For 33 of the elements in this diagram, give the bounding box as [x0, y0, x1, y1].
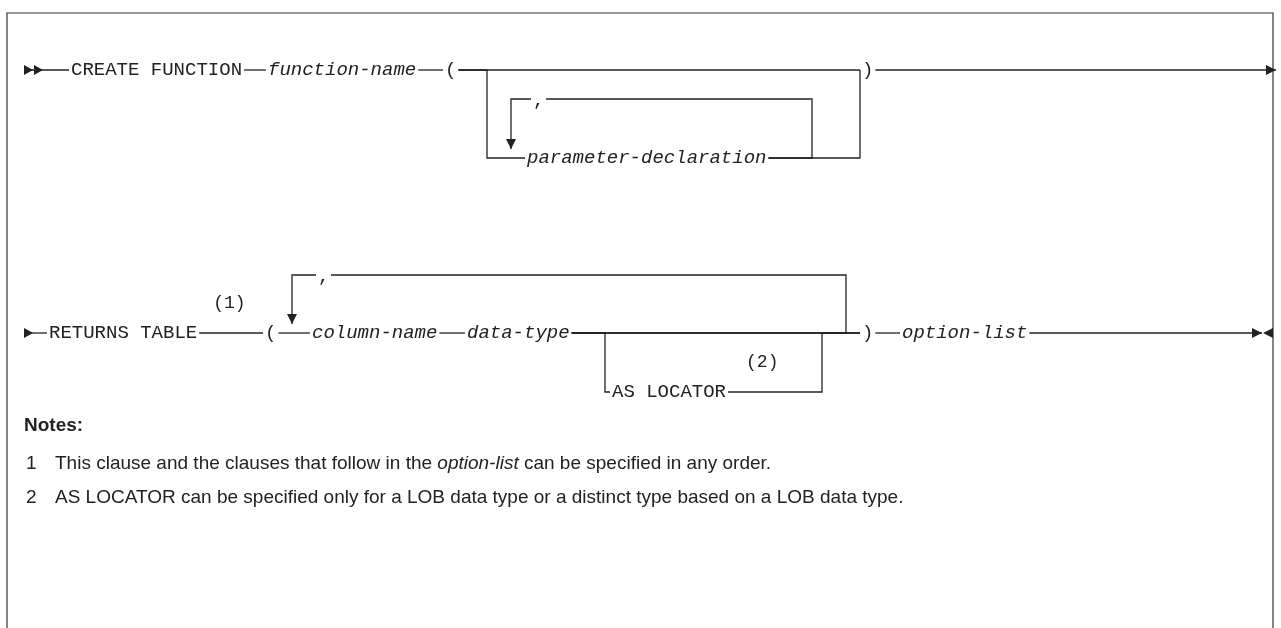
footnote-reference: (1): [213, 293, 246, 313]
syntax-line: [243, 69, 267, 71]
parenthesis: (: [265, 322, 277, 344]
syntax-line: [417, 69, 444, 71]
syntax-variable: function-name: [268, 59, 417, 81]
syntax-line: [277, 332, 311, 334]
syntax-line: [1028, 328, 1263, 338]
syntax-variable: column-name: [312, 322, 438, 344]
syntax-variable: option-list: [902, 322, 1028, 344]
note-number: 1: [26, 451, 37, 475]
syntax-line: [506, 98, 813, 159]
parenthesis: ): [862, 59, 874, 81]
syntax-line: [23, 65, 70, 75]
syntax-keyword: CREATE FUNCTION: [71, 59, 243, 81]
footnote-reference: (2): [746, 352, 779, 372]
note-number: 2: [26, 485, 37, 509]
syntax-variable: data-type: [467, 322, 570, 344]
syntax-line: [438, 332, 466, 334]
syntax-line: [874, 65, 1277, 75]
syntax-variable: parameter-declaration: [527, 147, 767, 169]
syntax-keyword: AS LOCATOR: [612, 381, 727, 403]
syntax-line: [23, 328, 48, 338]
syntax-line: [287, 274, 847, 334]
syntax-line: [874, 332, 901, 334]
syntax-line: [727, 332, 861, 393]
note-text: AS LOCATOR can be specified only for a LOB data type or a distinct type based on a LOB data type.: [55, 485, 905, 509]
syntax-line: [457, 69, 526, 159]
syntax-line: [198, 332, 264, 334]
parenthesis: ): [862, 322, 874, 344]
note-text: This clause and the clauses that follow in the option-list can be specified in any order.: [55, 451, 773, 475]
syntax-keyword: RETURNS TABLE: [49, 322, 198, 344]
parenthesis: (: [445, 59, 457, 81]
notes-heading: Notes:: [24, 413, 84, 437]
